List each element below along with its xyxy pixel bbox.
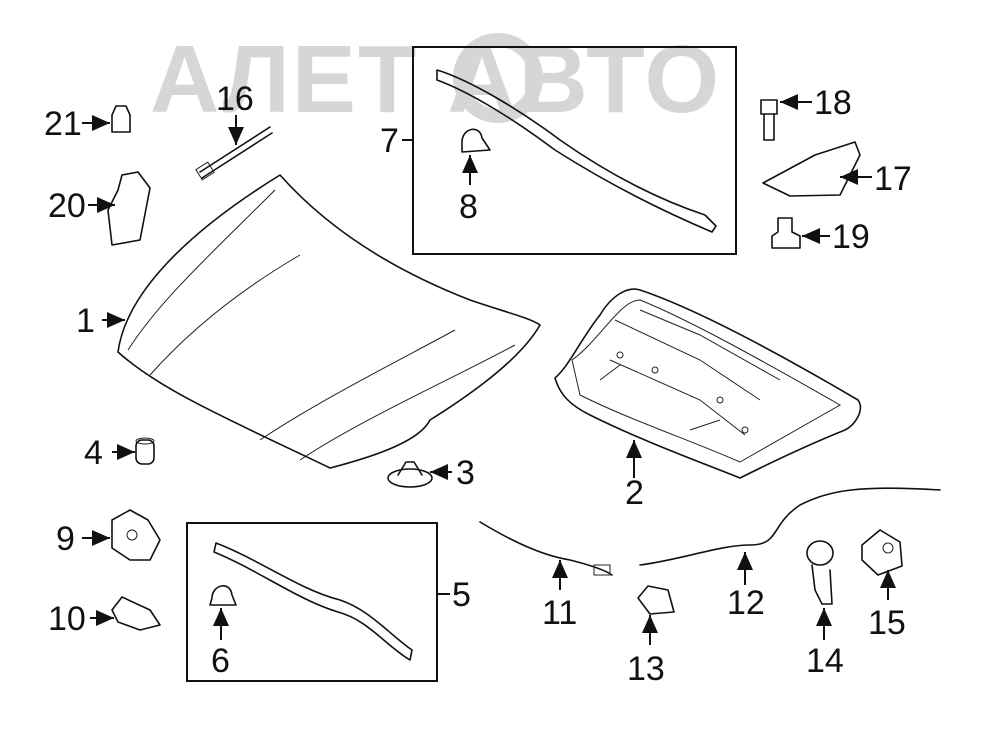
callout-4: 4 — [84, 434, 103, 472]
callout-3: 3 — [456, 454, 475, 492]
callout-6: 6 — [211, 642, 230, 680]
bracket-17 — [762, 141, 861, 197]
bolt-18 — [760, 99, 778, 141]
hinge-20 — [107, 171, 151, 246]
callout-5: 5 — [452, 576, 471, 614]
release-handle-14 — [806, 540, 834, 605]
callout-8: 8 — [459, 188, 478, 226]
hood-strut-16 — [195, 126, 273, 181]
callout-19: 19 — [832, 218, 870, 256]
callout-14: 14 — [806, 642, 844, 680]
release-cable-11 — [479, 521, 613, 576]
callout-17: 17 — [874, 160, 912, 198]
cable-bracket-13 — [637, 585, 675, 615]
clip-3 — [387, 461, 433, 488]
callout-labels: 1 2 3 4 5 6 7 8 9 10 11 12 13 14 15 16 1… — [44, 80, 912, 688]
callout-20: 20 — [48, 187, 86, 225]
clip-8 — [461, 128, 491, 153]
callout-13: 13 — [627, 650, 665, 688]
callout-21: 21 — [44, 105, 82, 143]
release-cable-12 — [639, 487, 941, 566]
watermark-text: АЛЕТ АВТО — [150, 26, 721, 133]
hood-panel — [117, 174, 541, 469]
callout-18: 18 — [814, 84, 852, 122]
callout-15: 15 — [868, 604, 906, 642]
callout-11: 11 — [542, 594, 577, 632]
clip-6 — [209, 585, 237, 606]
bracket-10 — [111, 596, 161, 631]
bolt-19 — [771, 217, 801, 249]
callout-1: 1 — [76, 302, 95, 340]
watermark-logo: АЛЕТ АВТО — [150, 26, 721, 133]
callout-16: 16 — [216, 80, 254, 118]
callout-2: 2 — [625, 474, 644, 512]
box-5 — [186, 522, 438, 682]
callout-7: 7 — [380, 122, 399, 160]
hood-latch-9 — [111, 509, 161, 561]
nut-21 — [111, 105, 131, 133]
hood-insulator — [554, 288, 862, 479]
weatherstrip-7 — [436, 69, 717, 233]
box-7 — [412, 46, 737, 255]
callout-10: 10 — [48, 600, 86, 638]
seal-5 — [213, 542, 413, 661]
leader-arrows — [82, 94, 896, 645]
release-lever-15 — [861, 529, 903, 576]
callout-9: 9 — [56, 520, 75, 558]
bumper-4 — [135, 437, 155, 465]
callout-12: 12 — [727, 584, 765, 622]
